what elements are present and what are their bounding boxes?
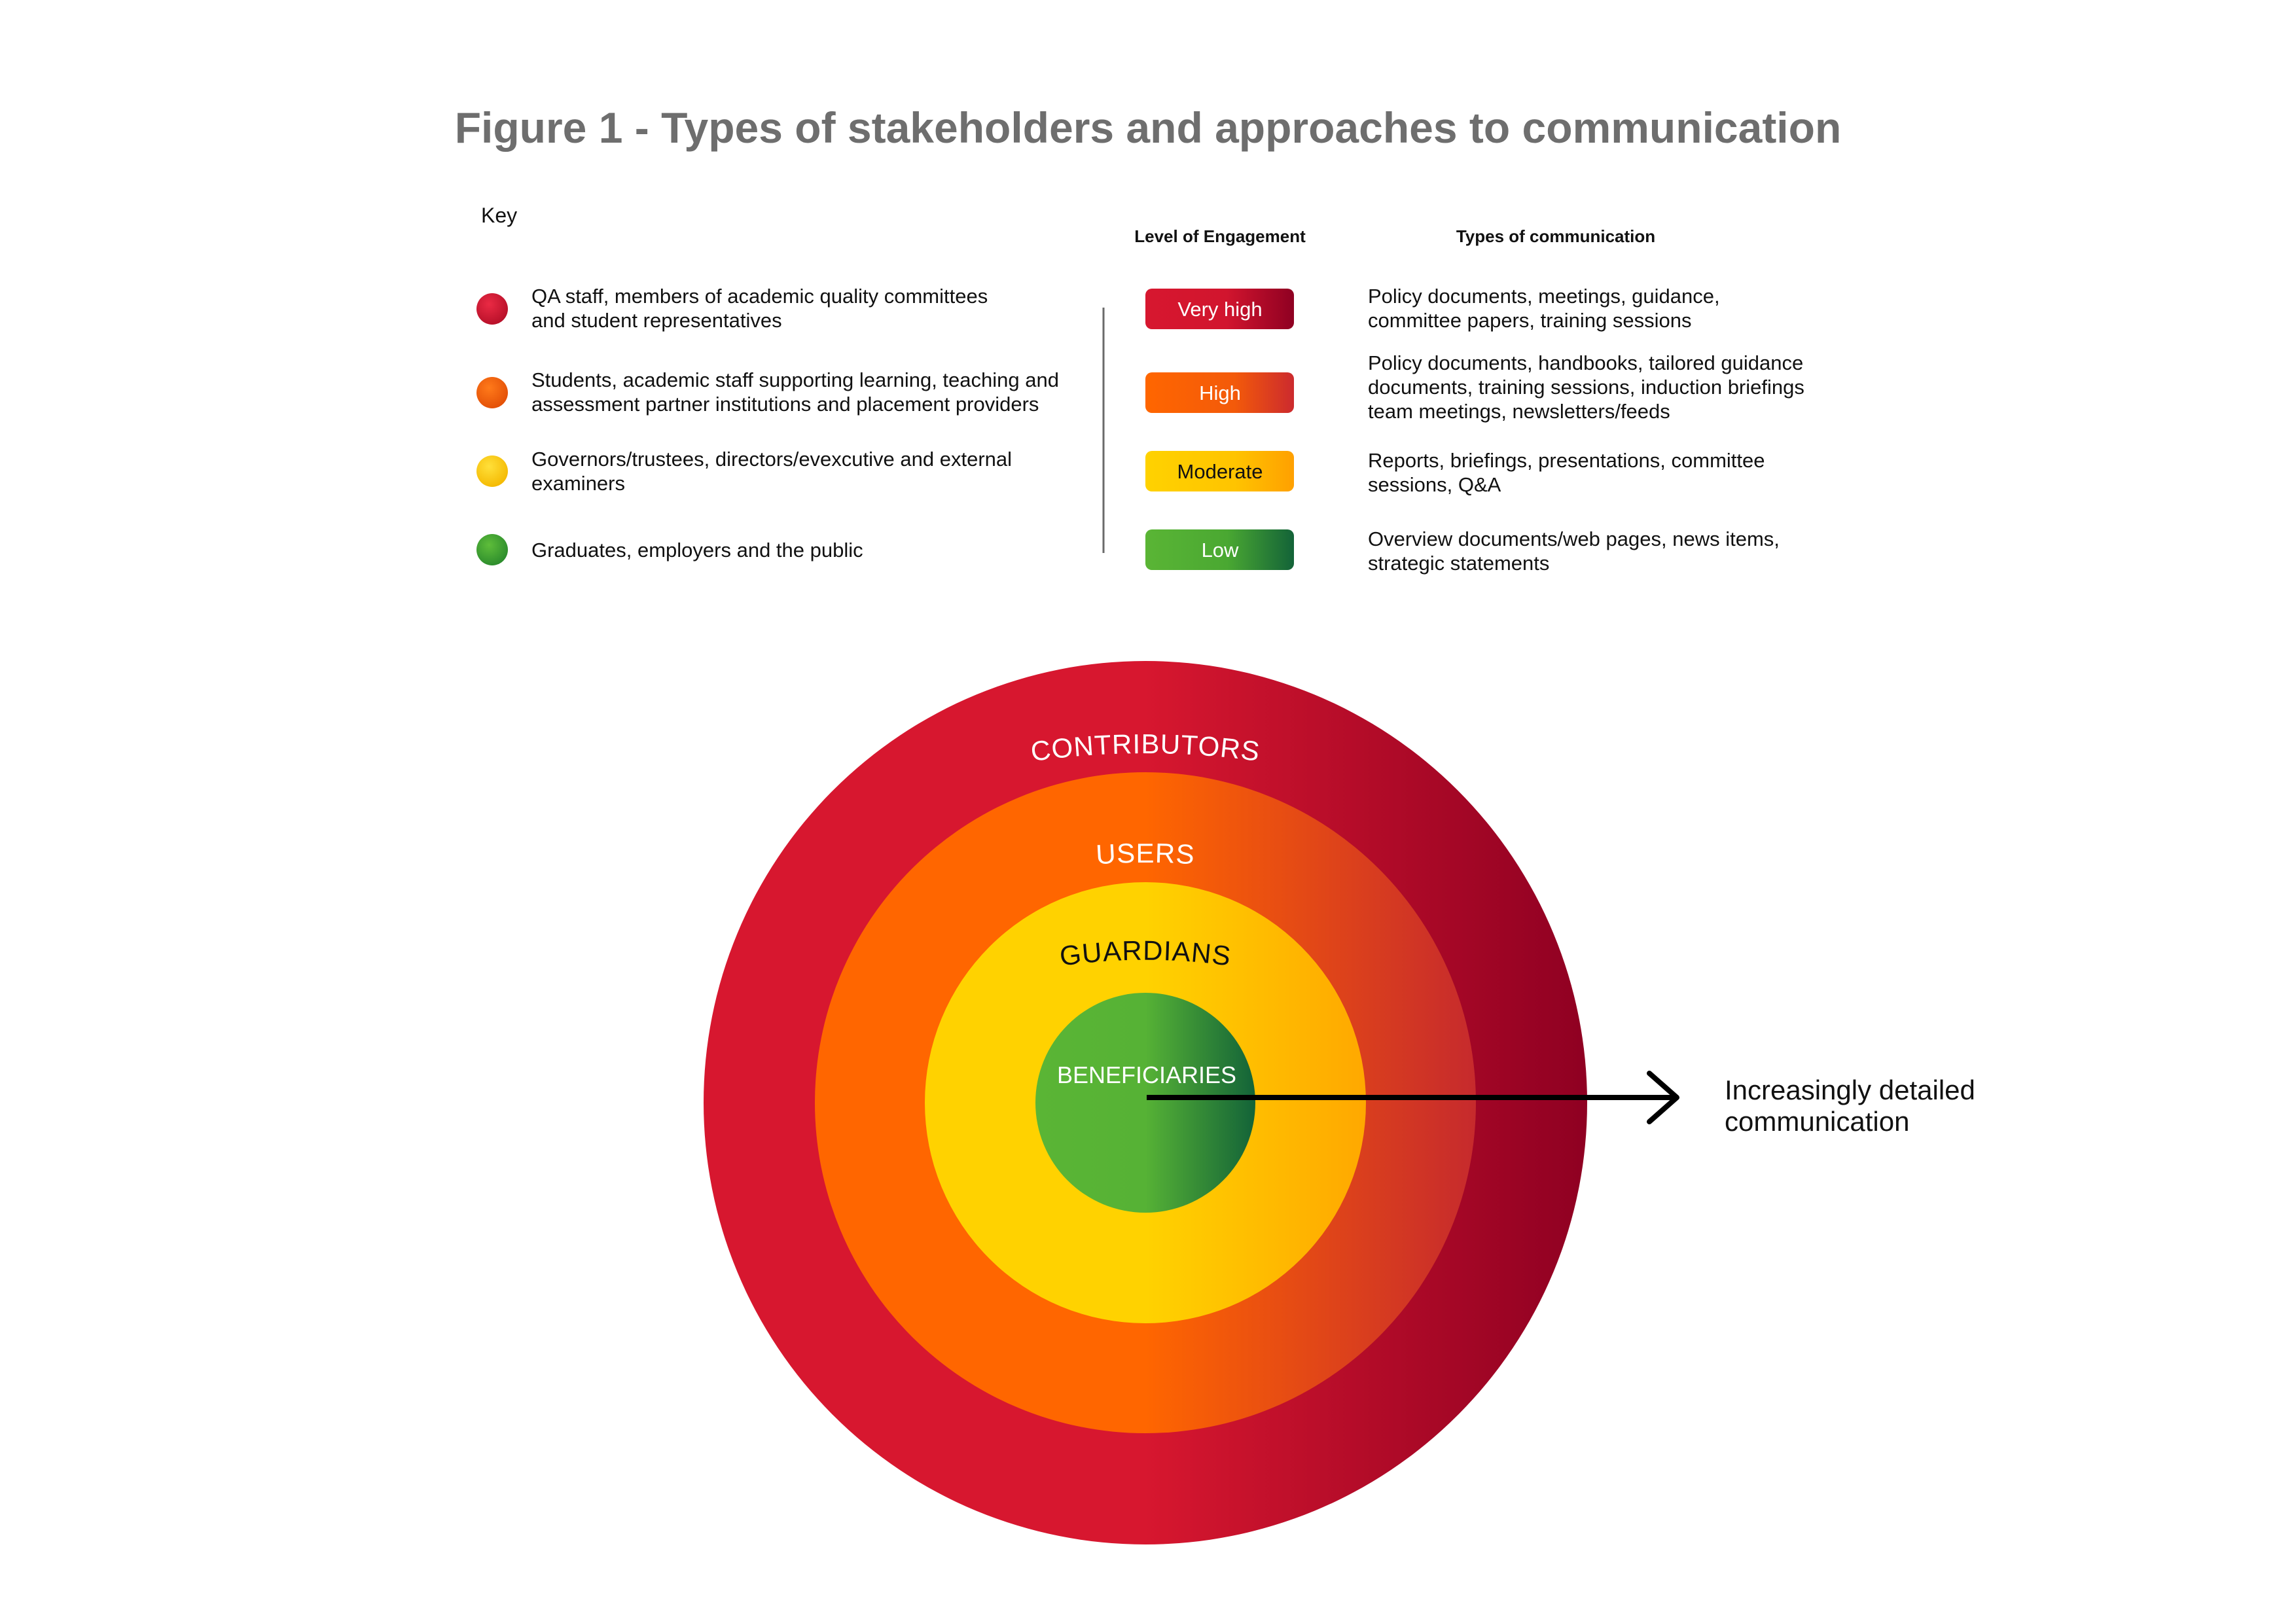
key-label: Key	[481, 204, 517, 227]
communication-line: Policy documents, handbooks, tailored gu…	[1368, 351, 1803, 374]
communication-line: documents, training sessions, induction …	[1368, 376, 1804, 399]
communication-line: sessions, Q&A	[1368, 473, 1501, 496]
stakeholder-line: assessment partner institutions and plac…	[531, 393, 1039, 416]
green-dot-icon	[476, 534, 508, 565]
communication-line: Reports, briefings, presentations, commi…	[1368, 449, 1765, 472]
communication-line: team meetings, newsletters/feeds	[1368, 400, 1670, 423]
arrow-label-line: communication	[1725, 1106, 1909, 1137]
beneficiaries-label: BENEFICIARIES	[1057, 1061, 1236, 1088]
engagement-badge	[1145, 451, 1294, 491]
engagement-badge-label: High	[1199, 382, 1241, 404]
engagement-badge	[1145, 289, 1294, 329]
stakeholder-line: Governors/trustees, directors/evexcutive…	[531, 448, 1012, 471]
page-title: Figure 1 - Types of stakeholders and app…	[455, 103, 1842, 152]
engagement-column-header: Level of Engagement	[1134, 226, 1306, 246]
engagement-badge-label: Moderate	[1177, 460, 1263, 483]
orange-dot-icon	[476, 377, 508, 408]
communication-line: committee papers, training sessions	[1368, 309, 1692, 332]
guardians-label: GUARDIANS	[1058, 935, 1232, 972]
red-dot-icon	[476, 293, 508, 325]
arrow-label-line: Increasingly detailed	[1725, 1075, 1975, 1105]
users-label: USERS	[1095, 838, 1196, 870]
engagement-badge	[1145, 372, 1294, 413]
concentric-circles	[704, 661, 1587, 1544]
stakeholder-line: QA staff, members of academic quality co…	[531, 285, 988, 308]
engagement-badge-label: Very high	[1177, 298, 1262, 321]
engagement-badge-label: Low	[1202, 539, 1239, 562]
stakeholder-line: Graduates, employers and the public	[531, 539, 863, 562]
key-row-moderate: Governors/trustees, directors/evexcutive…	[476, 448, 1765, 496]
stakeholder-line: Students, academic staff supporting lear…	[531, 368, 1059, 391]
arrow-right-icon	[1147, 1071, 1679, 1124]
stakeholder-line: and student representatives	[531, 309, 782, 332]
communication-line: Policy documents, meetings, guidance,	[1368, 285, 1720, 308]
communication-line: strategic statements	[1368, 552, 1549, 575]
communication-line: Overview documents/web pages, news items…	[1368, 527, 1780, 550]
communication-column-header: Types of communication	[1456, 226, 1655, 246]
engagement-badge	[1145, 529, 1294, 570]
key-row-high: Students, academic staff supporting lear…	[476, 351, 1804, 423]
beneficiaries-core	[1035, 993, 1255, 1213]
key-row-very-high: QA staff, members of academic quality co…	[476, 285, 1720, 332]
yellow-dot-icon	[476, 455, 508, 487]
stakeholder-line: examiners	[531, 472, 625, 495]
key-row-low: Graduates, employers and the public Low …	[476, 527, 1780, 575]
